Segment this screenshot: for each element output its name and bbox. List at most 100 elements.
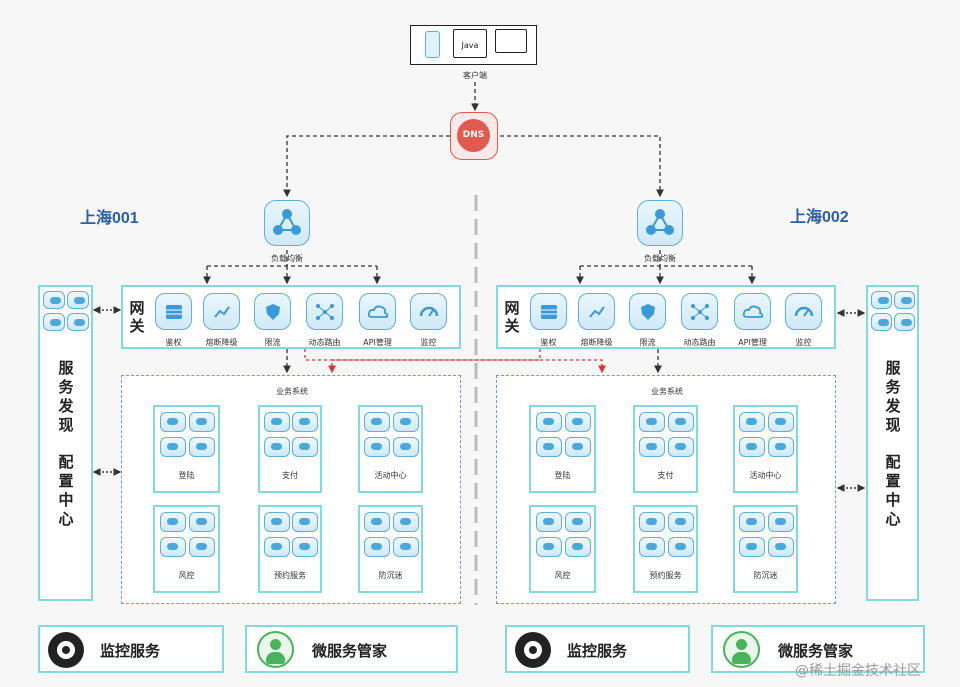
- cloud-server-icon: [639, 512, 665, 532]
- service-discovery-label: 服务发现: [885, 359, 901, 434]
- gateway-item-label: 熔断降级: [205, 338, 238, 347]
- service-box-anti-addiction: 防沉迷: [358, 505, 423, 593]
- gateway-item-label: 动态路由: [683, 338, 716, 347]
- region-title-left: 上海001: [80, 210, 139, 227]
- shield-trend-icon: [578, 293, 615, 330]
- share-nodes-icon: [646, 209, 674, 235]
- service-box-activity-center: 活动中心: [358, 405, 423, 493]
- gateway-label: 网关: [129, 299, 145, 335]
- cloud-server-icon: [364, 412, 390, 432]
- service-label: 登陆: [554, 471, 571, 480]
- dns-icon: DNS: [450, 112, 498, 160]
- cloud-server-icon: [768, 412, 794, 432]
- network-nodes-icon: [306, 293, 343, 330]
- cloud-server-icon: [565, 537, 591, 557]
- microservice-steward-box: 微服务管家: [711, 625, 925, 673]
- microservice-steward-box: 微服务管家: [245, 625, 458, 673]
- client-box: Java: [410, 25, 537, 65]
- cloud-server-icon: [639, 537, 665, 557]
- business-system-title: 业务系统: [651, 387, 683, 396]
- service-box-activity-center: 活动中心: [733, 405, 798, 493]
- config-center-label: 配置中心: [58, 453, 74, 528]
- service-label: 预约服务: [274, 571, 306, 580]
- cloud-server-icon: [871, 313, 892, 331]
- cloud-server-icon: [739, 437, 765, 457]
- cloud-server-icon: [565, 512, 591, 532]
- gateway-item-label: 熔断降级: [580, 338, 613, 347]
- cloud-server-icon: [668, 437, 694, 457]
- gateway-item-label: API管理: [738, 338, 767, 347]
- monitor-service-box: 监控服务: [38, 625, 224, 673]
- gateway-panel: 网关 鉴权 熔断降级 限流 动态路由 API管理 监控: [496, 285, 836, 349]
- cloud-server-icon: [264, 437, 290, 457]
- gateway-item-label: 鉴权: [165, 338, 182, 347]
- cloud-server-icon: [739, 537, 765, 557]
- service-label: 登陆: [178, 471, 195, 480]
- cloud-server-icon: [264, 412, 290, 432]
- cloud-server-icon: [189, 412, 215, 432]
- cloud-server-icon: [67, 291, 89, 309]
- cloud-server-icon: [264, 512, 290, 532]
- cloud-server-icon: [292, 512, 318, 532]
- cloud-server-icon: [639, 412, 665, 432]
- service-label: 防沉迷: [378, 571, 403, 580]
- service-box-anti-addiction: 防沉迷: [733, 505, 798, 593]
- region-title-right: 上海002: [790, 209, 849, 226]
- cloud-server-icon: [160, 537, 186, 557]
- gateway-panel: 网关 鉴权 熔断降级 限流 动态路由 API管理 监控: [121, 285, 461, 349]
- cloud-server-icon: [364, 512, 390, 532]
- monitor-service-box: 监控服务: [505, 625, 690, 673]
- cloud-server-icon: [160, 512, 186, 532]
- gateway-item-label: 监控: [795, 338, 812, 347]
- cloud-server-icon: [393, 512, 419, 532]
- gateway-item-label: 鉴权: [540, 338, 557, 347]
- dns-label: DNS: [457, 119, 490, 152]
- cloud-server-icon: [768, 512, 794, 532]
- cloud-server-icon: [189, 437, 215, 457]
- mobile-icon: [425, 31, 440, 58]
- steward-avatar-icon: [723, 631, 760, 668]
- cloud-server-icon: [768, 537, 794, 557]
- service-label: 支付: [657, 471, 674, 480]
- cloud-server-icon: [536, 512, 562, 532]
- grafana-logo-icon: [48, 632, 84, 668]
- cloud-server-icon: [565, 437, 591, 457]
- gauge-monitor-icon: [410, 293, 447, 330]
- cloud-server-icon: [668, 512, 694, 532]
- cloud-server-icon: [43, 291, 65, 309]
- service-box-login: 登陆: [153, 405, 220, 493]
- service-discovery-label: 服务发现: [58, 359, 74, 434]
- cloud-server-icon: [364, 437, 390, 457]
- service-box-reservation: 预约服务: [258, 505, 322, 593]
- service-box-reservation: 预约服务: [633, 505, 698, 593]
- service-label: 风控: [554, 571, 571, 580]
- network-nodes-icon: [681, 293, 718, 330]
- grafana-logo-icon: [515, 632, 551, 668]
- cloud-server-icon: [536, 537, 562, 557]
- gateway-item-label: 限流: [264, 338, 281, 347]
- service-box-login: 登陆: [529, 405, 596, 493]
- cloud-server-icon: [189, 512, 215, 532]
- load-balancer-icon: [637, 200, 683, 246]
- cloud-api-icon: [734, 293, 771, 330]
- service-box-risk-control: 风控: [153, 505, 220, 593]
- service-label: 防沉迷: [753, 571, 778, 580]
- cloud-server-icon: [894, 291, 915, 309]
- cloud-server-icon: [871, 291, 892, 309]
- shield-trend-icon: [203, 293, 240, 330]
- firewall-icon: [155, 293, 192, 330]
- microservice-steward-label: 微服务管家: [778, 642, 854, 660]
- gateway-item-label: 限流: [639, 338, 656, 347]
- java-label: Java: [461, 41, 479, 50]
- gateway-item-label: 监控: [420, 338, 437, 347]
- service-box-payment: 支付: [633, 405, 698, 493]
- monitor-service-label: 监控服务: [567, 642, 628, 660]
- cloud-server-icon: [393, 437, 419, 457]
- share-nodes-icon: [273, 209, 301, 235]
- load-balancer-label: 负载均衡: [644, 254, 676, 263]
- load-balancer-icon: [264, 200, 310, 246]
- steward-avatar-icon: [257, 631, 294, 668]
- cloud-server-icon: [67, 313, 89, 331]
- load-balancer-label: 负载均衡: [271, 254, 303, 263]
- service-discovery-panel: 服务发现 配置中心: [866, 285, 919, 601]
